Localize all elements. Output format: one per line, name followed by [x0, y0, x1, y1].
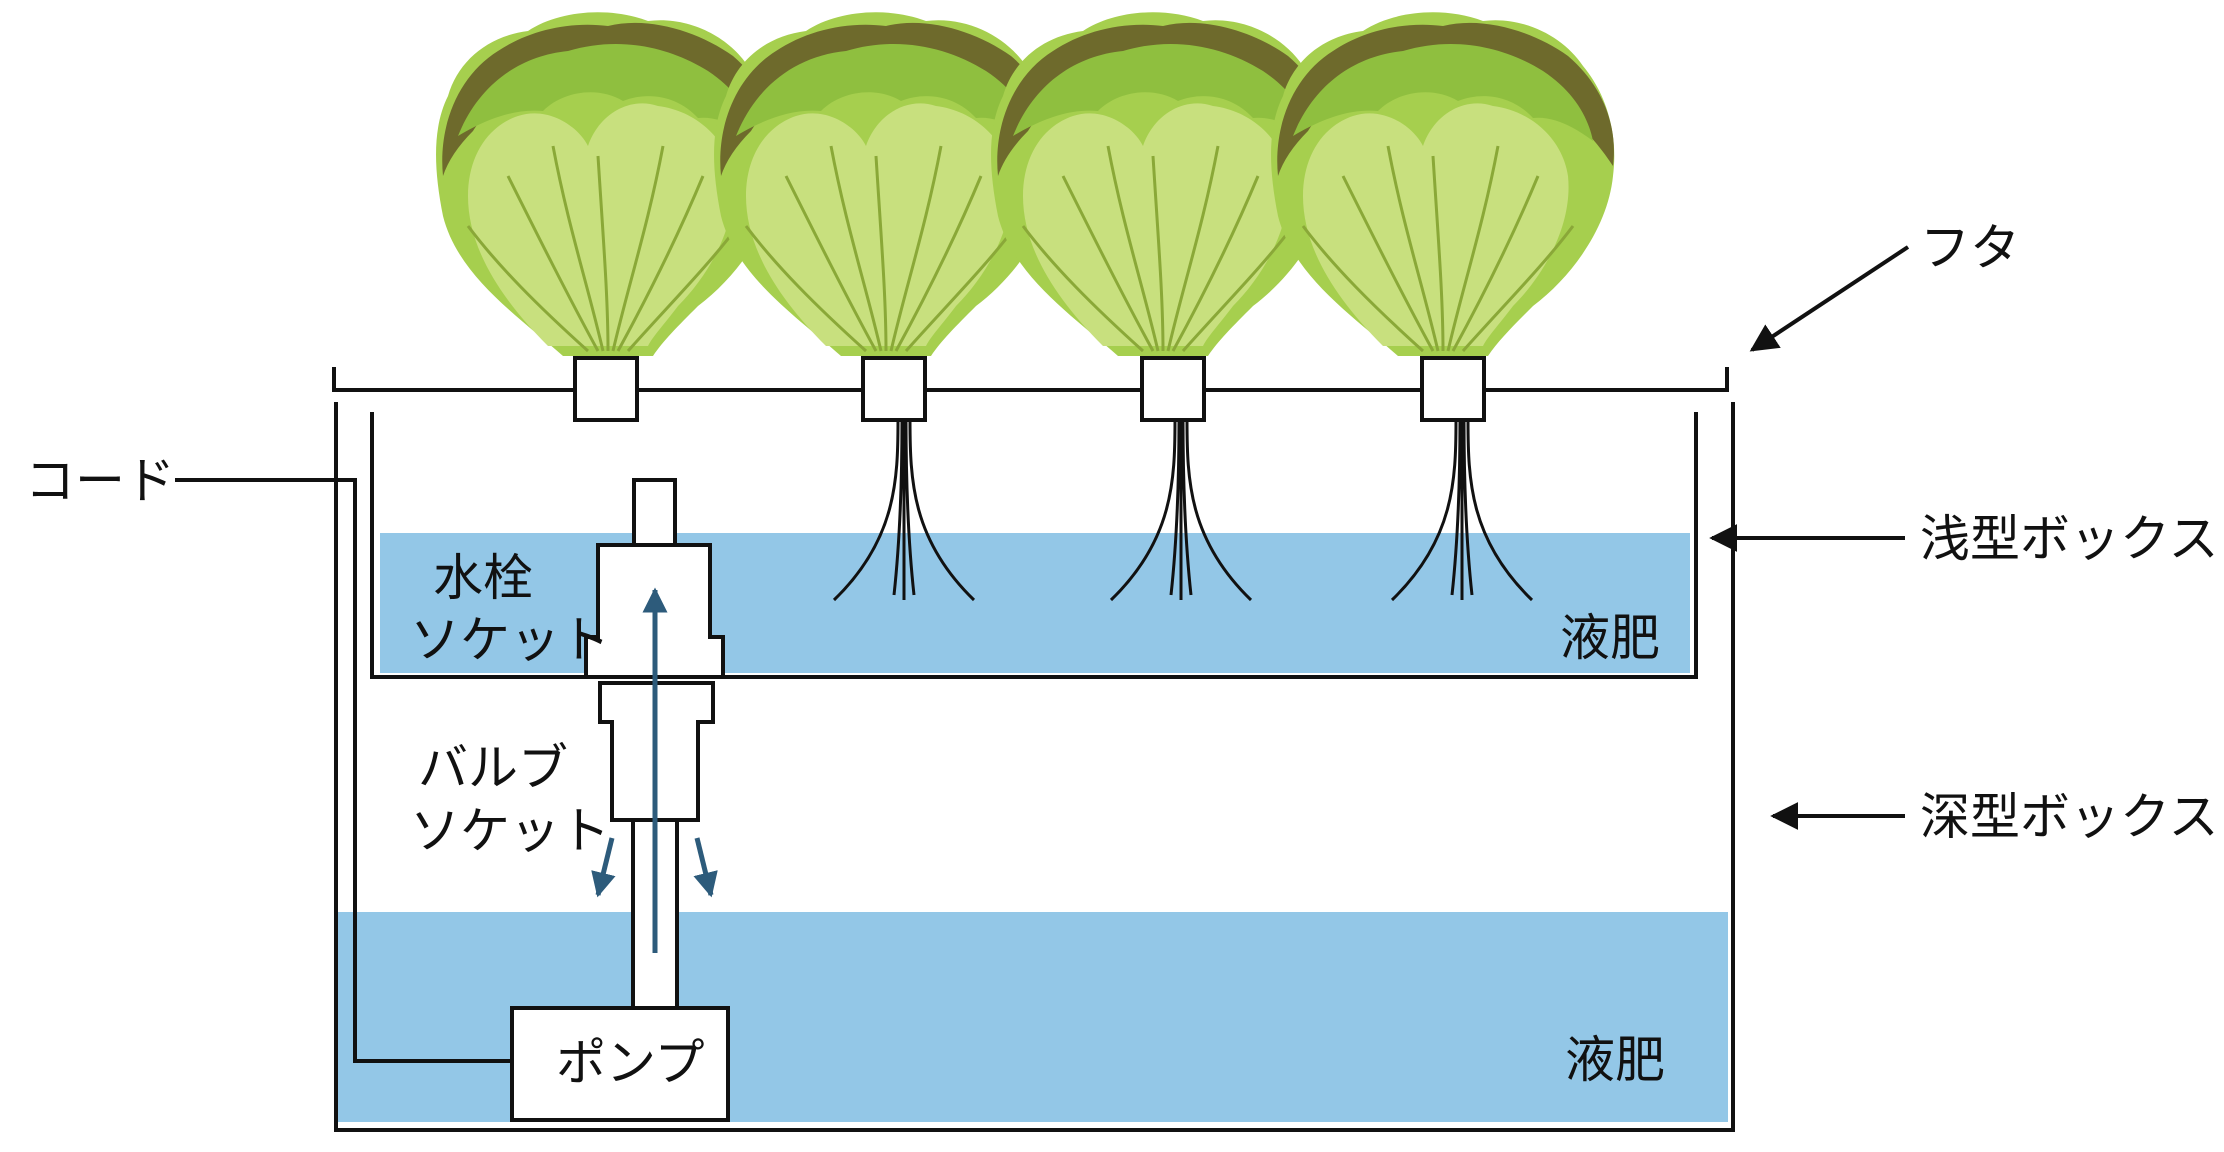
cord-line	[175, 478, 512, 1063]
pump-label: ポンプ	[556, 1034, 705, 1092]
lettuce-plant-4	[1269, 10, 1616, 358]
shallow-box	[370, 412, 1698, 679]
liquid-upper-label: 液肥	[1560, 609, 1660, 667]
liquid-lower-label: 液肥	[1565, 1031, 1665, 1089]
lid	[332, 367, 1729, 392]
faucet-socket-label-line2: ソケット	[410, 611, 610, 669]
plant-holder-4	[1420, 356, 1486, 422]
shallow-box-label: 浅型ボックス	[1920, 510, 2219, 568]
deep-box-label: 深型ボックス	[1920, 788, 2219, 846]
cord-label: コード	[25, 452, 175, 510]
valve-socket-label-line2: ソケット	[410, 802, 610, 860]
faucet-socket-label-line1: 水栓	[433, 549, 533, 607]
plant-holder-3	[1140, 356, 1206, 422]
plant-holder-2	[861, 356, 927, 422]
flow-out-left-arrow	[591, 837, 616, 898]
valve-socket-label-line1: バルブ	[418, 739, 568, 797]
deep-box	[334, 402, 1735, 1132]
plant-holder-1	[573, 356, 639, 422]
lid-pointer-arrow	[1749, 245, 1910, 352]
flow-out-right-arrow	[693, 837, 718, 898]
pump	[510, 1006, 730, 1122]
lid-label: フタ	[1920, 219, 2020, 277]
